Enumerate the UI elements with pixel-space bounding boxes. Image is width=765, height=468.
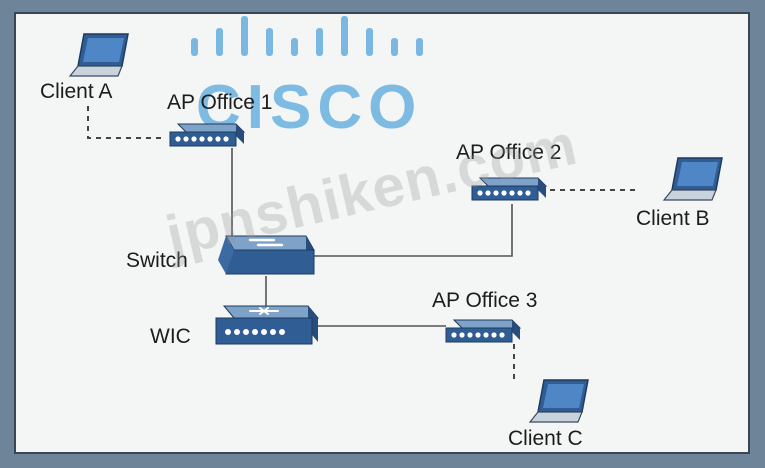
ap-office-3-label: AP Office 3 [432, 289, 538, 312]
ap-office-1-label: AP Office 1 [167, 91, 273, 114]
link-switch-ap2 [300, 204, 513, 257]
client-a-label: Client A [40, 80, 113, 103]
wic-label: WIC [150, 325, 191, 348]
wic-router-icon [215, 305, 320, 345]
client-b-laptop-icon [663, 157, 723, 201]
client-c-label: Client C [508, 427, 583, 450]
diagram-panel [14, 12, 750, 454]
link-clienta-ap1 [87, 106, 166, 139]
client-b-label: Client B [636, 207, 710, 230]
switch-label: Switch [126, 249, 188, 272]
ap-office-2-label: AP Office 2 [456, 141, 562, 164]
client-a-laptop-icon [69, 33, 129, 77]
ap-office-1-icon [169, 123, 245, 147]
ap-office-3-icon [445, 319, 521, 343]
switch-icon [218, 235, 315, 275]
client-c-laptop-icon [529, 379, 589, 423]
